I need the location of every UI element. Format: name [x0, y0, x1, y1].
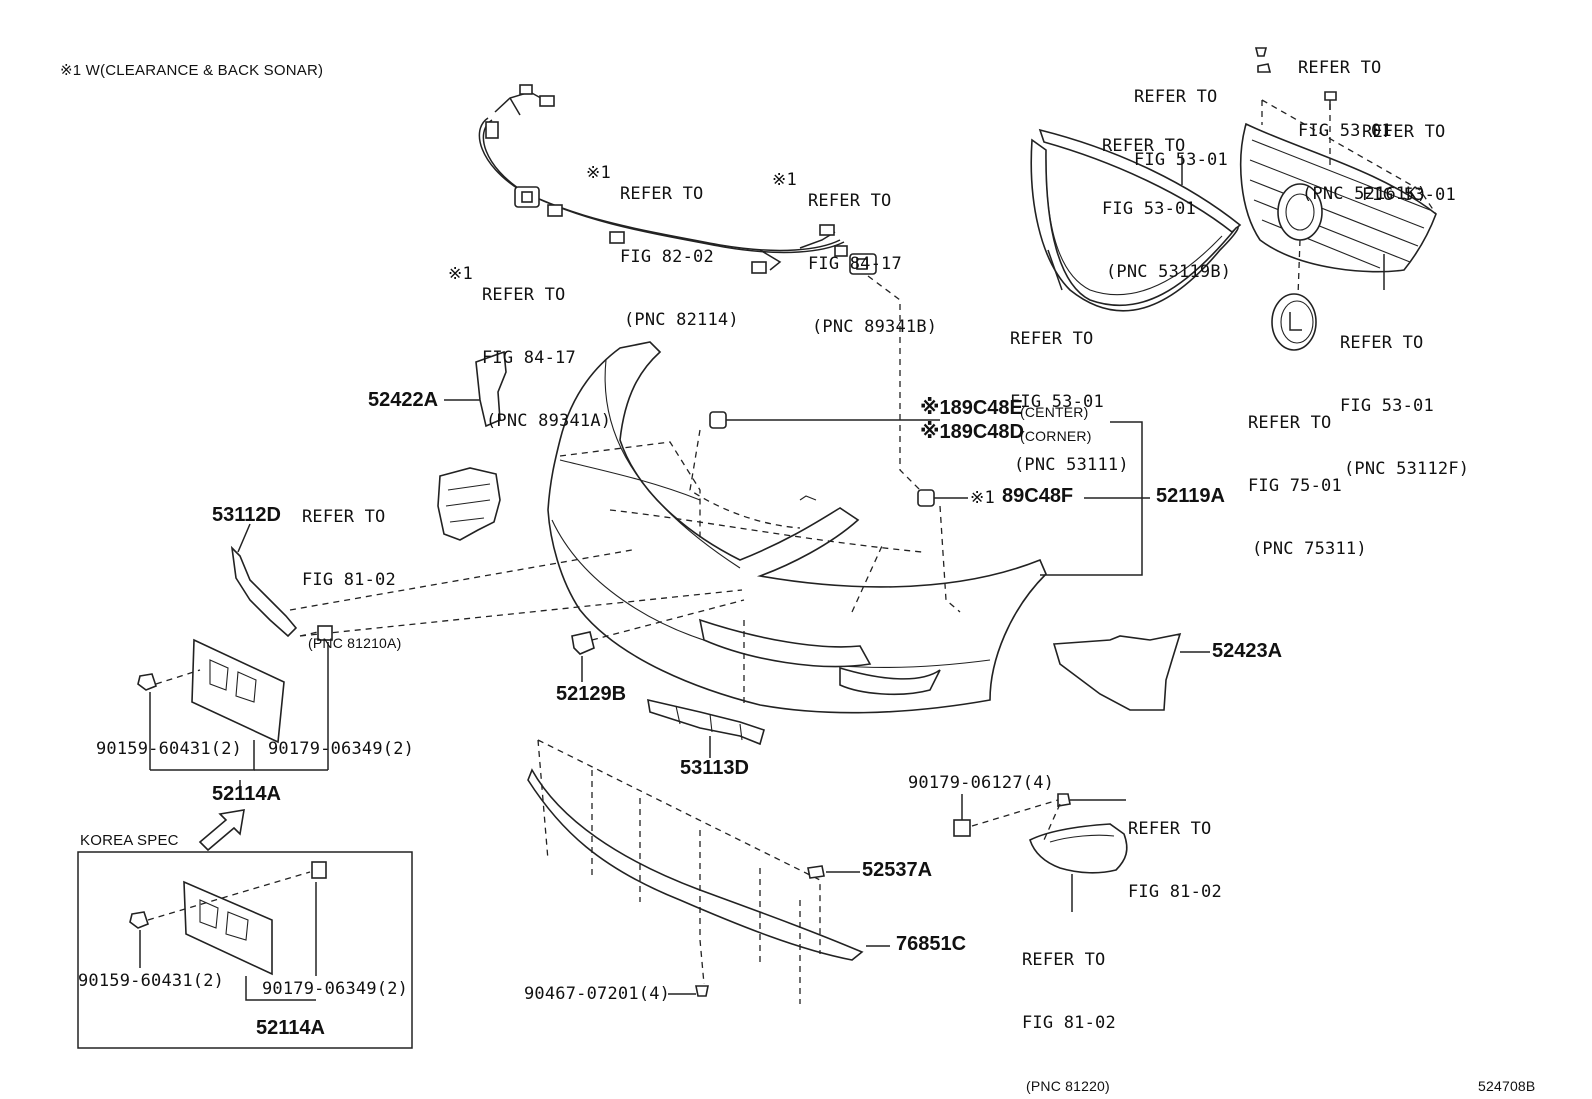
ref-grille-53112F[interactable]: REFER TO FIG 53-01 (PNC 53112F): [1340, 333, 1470, 479]
clip-upper-left: [1257, 63, 1272, 73]
bumper-dash-3: [689, 429, 801, 529]
dash-52129B: [591, 599, 745, 641]
screw-90467: [668, 985, 709, 997]
part-90159-bolt-korea[interactable]: 90159-60431(2): [78, 971, 225, 991]
license-bracket-korea: [129, 861, 327, 1001]
ref-fog-bolt[interactable]: REFER TO FIG 81-02: [1128, 819, 1222, 902]
tag-corner: (CORNER): [1020, 428, 1092, 444]
part-52129B[interactable]: 52129B: [556, 683, 627, 705]
clip-52537A: [807, 865, 860, 879]
seal-52423A: [1052, 632, 1210, 711]
part-52422A[interactable]: 52422A: [368, 389, 439, 411]
ref-clip-top-left[interactable]: REFER TO FIG 53-01: [1134, 87, 1228, 170]
part-89C48D[interactable]: ※189C48D: [920, 421, 1024, 443]
bumper-cover-52119A: [547, 341, 1047, 714]
sensor-89341A: [514, 186, 540, 208]
bolt-grille: [1324, 91, 1337, 110]
dash-retainer: [299, 589, 743, 637]
part-90159-bolt[interactable]: 90159-60431(2): [96, 739, 243, 759]
fog-nut-90179: [953, 794, 971, 837]
ref-sensor-89341B[interactable]: REFER TO FIG 84-17 (PNC 89341B): [808, 191, 938, 337]
mark-wire-82: ※1: [586, 163, 611, 183]
mark-sensor-b: ※1: [772, 170, 797, 190]
retainer-53113D: [647, 698, 765, 758]
bracket-52422A: [444, 350, 507, 428]
part-76851C[interactable]: 76851C: [896, 933, 967, 955]
fog-dash: [971, 799, 1061, 841]
fog-lamp-81220: [1029, 823, 1128, 912]
leader-53111: [1047, 249, 1063, 291]
sensor-89C48F: [917, 489, 968, 507]
emblem-75311: [1271, 293, 1317, 351]
part-89C48F[interactable]: 89C48F: [1002, 485, 1074, 507]
ref-molding-53119B[interactable]: REFER TO FIG 53-01 (PNC 53119B): [1102, 136, 1232, 282]
part-53113D[interactable]: 53113D: [680, 757, 749, 779]
part-90179-nut-korea[interactable]: 90179-06349(2): [262, 979, 409, 999]
diagram-id: 524708B: [1478, 1078, 1536, 1094]
bracket-52119A: [1040, 421, 1143, 576]
part-52423A[interactable]: 52423A: [1212, 640, 1283, 662]
ref-bracket-81210A[interactable]: REFER TO FIG 81-02 (PNC 81210A): [302, 507, 402, 651]
sensor-89341B: [849, 253, 877, 275]
fog-bolt: [1057, 793, 1126, 807]
bumper-dash-2: [609, 509, 923, 553]
mark-89C48F: ※1: [970, 488, 995, 508]
bumper-dash-5: [851, 545, 883, 613]
korea-spec-box: [77, 851, 413, 1049]
retainer-53112D: [230, 523, 298, 638]
korea-spec-label: KOREA SPEC: [80, 832, 179, 849]
ref-emblem-75311[interactable]: REFER TO FIG 75-01 (PNC 75311): [1248, 413, 1367, 559]
note-clearance-sonar: ※1 W(CLEARANCE & BACK SONAR): [60, 62, 324, 79]
grille-53111: [1239, 122, 1437, 273]
ref-bolt-grille[interactable]: REFER TO FIG 53-01: [1362, 122, 1456, 205]
cap-52129B: [571, 631, 595, 682]
wire-harness: [478, 84, 848, 274]
mark-sensor-a: ※1: [448, 264, 473, 284]
tag-center: (CENTER): [1020, 404, 1089, 420]
part-52114A[interactable]: 52114A: [212, 783, 281, 805]
spoiler-76851C: [527, 739, 890, 1004]
ref-grille-53111[interactable]: REFER TO FIG 53-01 (PNC 53111): [1010, 329, 1129, 475]
part-89C48E[interactable]: ※189C48E: [920, 397, 1023, 419]
part-90179-nut[interactable]: 90179-06349(2): [268, 739, 415, 759]
part-90467-screw[interactable]: 90467-07201(4): [524, 984, 671, 1004]
dash-53112D: [289, 549, 633, 611]
sensor-89C48E: [709, 411, 940, 429]
ref-sensor-89341A[interactable]: REFER TO FIG 84-17 (PNC 89341A): [482, 285, 612, 431]
part-53112D[interactable]: 53112D: [212, 504, 281, 526]
part-52114A-korea[interactable]: 52114A: [256, 1017, 325, 1039]
ref-wire-82114[interactable]: REFER TO FIG 82-02 (PNC 82114): [620, 184, 739, 330]
ref-clip-52161K[interactable]: REFER TO FIG 53-01 (PNC 52161K): [1298, 58, 1428, 204]
korea-arrow: [198, 809, 245, 852]
part-52537A[interactable]: 52537A: [862, 859, 933, 881]
license-bracket-52114A: [137, 625, 333, 790]
bumper-dash-1: [559, 441, 701, 540]
grille-molding-53119B: [1030, 128, 1242, 312]
clip-52161K: [1254, 47, 1268, 57]
ref-fog-lamp-81220[interactable]: REFER TO FIG 81-02 (PNC 81220): [1022, 950, 1116, 1094]
part-52119A[interactable]: 52119A: [1156, 485, 1225, 507]
part-90179-06127[interactable]: 90179-06127(4): [908, 773, 1055, 793]
bracket-81210A: [437, 467, 501, 541]
